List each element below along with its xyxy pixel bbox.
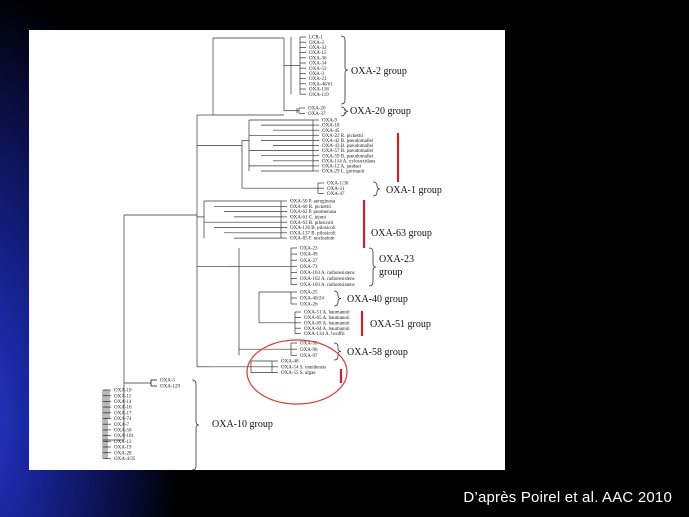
leaf-label: OXA-42 B. pseudomallei: [322, 139, 374, 144]
group-label-oxa51: OXA-51 group: [370, 319, 431, 330]
group-brace: [191, 379, 200, 470]
leaf-label: OXA-61 C. jejuni: [290, 216, 327, 221]
leaf-label: OXA-12 A. jandaei: [322, 165, 362, 170]
group-label-oxa23: OXA-23: [379, 254, 414, 265]
group-label-oxa1: OXA-1 group: [386, 185, 442, 196]
leaf-label: OXA-15: [309, 51, 327, 56]
leaf-label: OXA-21: [309, 77, 327, 82]
leaf-label: OXA-16: [114, 406, 132, 411]
leaf-label: OXA-59 B. pseudomallei: [322, 154, 374, 159]
leaf-label: OXA-134 A. lwoffii: [304, 332, 345, 337]
leaf-label: OXA-101: [114, 434, 134, 439]
group-label-oxa63: OXA-63 group: [371, 228, 432, 239]
leaf-label: OXA-27: [300, 259, 318, 264]
leaf-label: OXA-29 L. gormanii: [322, 170, 365, 175]
leaf-label: OXA-19: [114, 446, 132, 451]
highlight-circle: [246, 339, 348, 405]
leaf-label: OXA-25: [300, 291, 318, 296]
leaf-label: OXA-51 A. baumannii: [304, 311, 350, 316]
leaf-label: OXA-69 A. baumannii: [304, 321, 350, 326]
leaf-label: OXA-119: [309, 93, 329, 98]
leaf-label: OXA-34: [309, 62, 327, 67]
leaf-label: OXA-26: [300, 303, 318, 308]
leaf-label: OXA-64 A. baumannii: [304, 327, 350, 332]
leaf-label: OXA-114 A. xylosoxidans: [322, 159, 375, 164]
leaf-label: OXA-58: [300, 342, 318, 347]
leaf-label: OXA-23: [300, 247, 318, 252]
leaf-label: LCR-1: [309, 36, 323, 41]
leaf-label: OXA-28: [114, 451, 132, 456]
leaf-label: OXA-9: [322, 119, 337, 124]
leaf-label: OXA-31: [327, 187, 345, 192]
leaf-label: OXA-40/24: [300, 297, 324, 302]
leaf-label: OXA-136 B. pilosicoli: [290, 226, 336, 231]
leaf-label: OXA-48: [281, 360, 299, 365]
leaf-label: OXA-45: [322, 129, 340, 134]
group-label-oxa2: OXA-2 group: [351, 66, 407, 77]
leaf-label: OXA-5: [160, 379, 175, 384]
group-label-oxa10: OXA-10 group: [212, 419, 273, 430]
leaf-label: OXA-54 S. oneidensis: [281, 365, 326, 370]
leaf-label: OXA-47: [327, 192, 345, 197]
group-label-oxa58: OXA-58 group: [347, 347, 408, 358]
leaf-label: OXA-65 A. baumannii: [304, 316, 350, 321]
leaf-label: OXA-49: [300, 253, 318, 258]
leaf-label: OXA-63 B. pilosicoli: [290, 221, 334, 226]
leaf-label: OXA-17: [114, 411, 132, 416]
leaf-labels: LCR-1OXA-2OXA-32OXA-15OXA-36OXA-34OXA-53…: [114, 36, 375, 462]
leaf-label: OXA-57 B. pseudomallei: [322, 149, 374, 154]
leaf-label: OXA-20: [308, 107, 326, 112]
leaf-label: OXA-37: [308, 112, 326, 117]
leaf-label: OXA-53: [309, 67, 327, 72]
leaf-label: OXA-103 A. radioresistens: [300, 271, 355, 276]
leaf-label: OXA-137 B. pilosicoli: [290, 231, 336, 236]
leaf-label: OXA-85 F. nucleatum: [290, 237, 335, 242]
leaf-label: OXA-43 B. pseudomallei: [322, 144, 374, 149]
leaf-label: OXA-62 P. pnomenusa: [290, 210, 337, 215]
leaf-label: OXA-4/35: [114, 457, 136, 462]
leaf-label: OXA-96: [300, 348, 318, 353]
leaf-label: OXA-60 R. pickettii: [290, 205, 332, 210]
leaf-label: OXA-46/61: [309, 82, 333, 87]
leaf-label: OXA-32: [309, 46, 327, 51]
group-brace: [372, 181, 381, 197]
leaf-label: OXA-36: [309, 56, 327, 61]
leaf-label: OXA-1/30: [327, 182, 349, 187]
group-label-oxa23: group: [379, 267, 402, 278]
leaf-label: OXA-55 S. algae: [281, 371, 316, 376]
leaf-label: OXA-3: [309, 72, 324, 77]
leaf-label: OXA-22 R. pickettii: [322, 134, 364, 139]
leaf-label: OXA-102 A. radioresistens: [300, 277, 355, 282]
leaf-label: OXA-56: [114, 429, 132, 434]
phylogenetic-tree: LCR-1OXA-2OXA-32OXA-15OXA-36OXA-34OXA-53…: [102, 35, 442, 470]
group-brace: [333, 342, 342, 361]
leaf-label: OXA-103 A. radioresistens: [300, 283, 355, 288]
leaf-label: OXA-129: [160, 385, 180, 390]
leaf-label: OXA-14: [114, 400, 132, 405]
leaf-label: OXA-97: [300, 354, 318, 359]
group-brace: [368, 247, 377, 287]
leaf-label: OXA-10: [114, 389, 132, 394]
leaf-label: OXA-73: [300, 265, 318, 270]
citation-caption: D’après Poirel et al. AAC 2010: [463, 489, 672, 506]
tree-branches: [102, 36, 324, 459]
group-brace: [333, 290, 342, 307]
leaf-label: OXA-50 P. aeruginosa: [290, 200, 336, 205]
leaf-label: OXA-13: [114, 440, 132, 445]
leaf-label: OXA-18: [322, 124, 340, 129]
leaf-label: OXA-2: [309, 41, 324, 46]
leaf-label: OXA-118: [309, 88, 329, 93]
group-label-oxa20: OXA-20 group: [350, 106, 411, 117]
group-brace: [340, 106, 349, 117]
leaf-label: OXA-7: [114, 423, 129, 428]
leaf-label: OXA-74: [114, 417, 132, 422]
leaf-label: OXA-11: [114, 394, 132, 399]
group-label-oxa40: OXA-40 group: [347, 294, 408, 305]
group-brace: [340, 35, 349, 105]
